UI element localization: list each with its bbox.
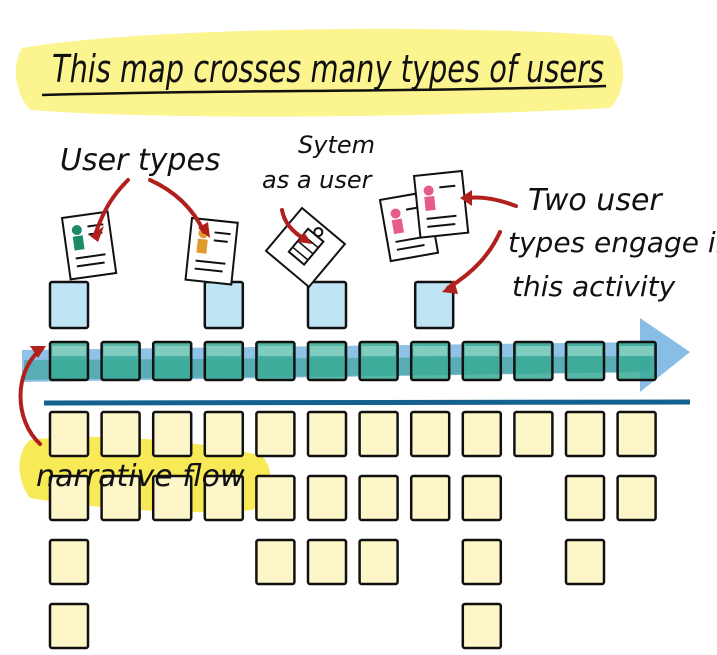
backbone-note-sheen: [310, 346, 344, 356]
detail-sticky-note: [100, 410, 141, 458]
detail-rows: [48, 410, 657, 650]
backbone-note-sheen: [103, 346, 138, 356]
backbone-note-sheen: [516, 346, 551, 356]
detail-sticky-note: [358, 474, 399, 522]
title-underline: [41, 84, 607, 97]
backbone-note-sheen: [619, 346, 654, 356]
detail-sticky-note: [513, 410, 554, 458]
detail-sticky-note: [461, 602, 503, 650]
backbone-note-sheen: [568, 346, 602, 356]
user-type-sticky-note: [203, 280, 245, 330]
detail-sticky-note: [409, 410, 451, 458]
arrowhead-icon: [460, 190, 472, 206]
detail-sticky-note: [409, 474, 451, 522]
backbone-note-sheen: [413, 346, 448, 356]
user-type-sticky-note: [306, 280, 348, 330]
user-card-row: [48, 280, 455, 330]
detail-sticky-note: [151, 474, 193, 522]
two-user-label-line3: this activity: [512, 270, 676, 303]
robot-card-icon: [264, 206, 347, 289]
user-types-arrow-right-icon: [148, 178, 206, 234]
system-user-label-line1: Sytem: [298, 131, 375, 159]
two-user-label-line1: Two user: [528, 183, 663, 218]
detail-sticky-note: [48, 602, 90, 650]
detail-sticky-note: [306, 474, 348, 522]
backbone-note-sheen: [155, 346, 190, 356]
detail-sticky-note: [48, 538, 90, 586]
backbone-divider: [43, 399, 691, 406]
detail-sticky-note: [461, 474, 503, 522]
arrowhead-icon: [30, 346, 46, 358]
persona-card-icon: [412, 169, 470, 239]
detail-sticky-note: [358, 538, 399, 586]
user-types-arrow-left-icon: [94, 178, 130, 234]
detail-sticky-note: [616, 410, 657, 458]
backbone-note-sheen: [52, 346, 86, 356]
user-type-sticky-note: [413, 280, 455, 330]
title-highlight: [15, 28, 624, 117]
detail-sticky-note: [255, 474, 296, 522]
detail-sticky-note: [306, 410, 348, 458]
persona-card-icon: [60, 210, 118, 281]
two-user-label-line2: types engage in: [508, 226, 717, 259]
arrowhead-icon: [442, 280, 458, 294]
detail-sticky-note: [564, 538, 606, 586]
detail-sticky-note: [306, 538, 348, 586]
page-title: This map crosses many types of users: [52, 47, 604, 91]
detail-sticky-note: [48, 474, 90, 522]
detail-sticky-note: [203, 410, 245, 458]
system-user-label-line2: as a user: [262, 166, 374, 194]
narrative-flow-curve-icon: [18, 348, 42, 446]
detail-sticky-note: [564, 474, 606, 522]
arrowhead-icon: [90, 226, 104, 242]
backbone-note-sheen: [206, 346, 241, 356]
detail-sticky-note: [100, 474, 141, 522]
arrowhead-icon: [298, 232, 312, 244]
user-types-label: User types: [60, 143, 221, 178]
detail-sticky-note: [255, 538, 296, 586]
two-user-arrow-bottom-icon: [446, 230, 502, 290]
detail-sticky-note: [203, 474, 245, 522]
detail-sticky-note: [461, 410, 503, 458]
backbone-row: [48, 340, 657, 382]
backbone-note-sheen: [464, 346, 499, 356]
user-type-sticky-note: [48, 280, 90, 330]
detail-sticky-note: [48, 410, 90, 458]
detail-sticky-note: [564, 410, 606, 458]
backbone-note-sheen: [361, 346, 396, 356]
detail-sticky-note: [616, 474, 657, 522]
persona-card-icon: [184, 216, 239, 286]
detail-sticky-note: [151, 410, 193, 458]
detail-sticky-note: [358, 410, 399, 458]
narrative-flow-label: narrative flow: [36, 459, 245, 494]
detail-sticky-note: [461, 538, 503, 586]
backbone-note-sheen: [258, 346, 293, 356]
detail-sticky-note: [255, 410, 296, 458]
arrowhead-icon: [198, 222, 210, 238]
two-user-arrow-top-icon: [466, 195, 518, 208]
